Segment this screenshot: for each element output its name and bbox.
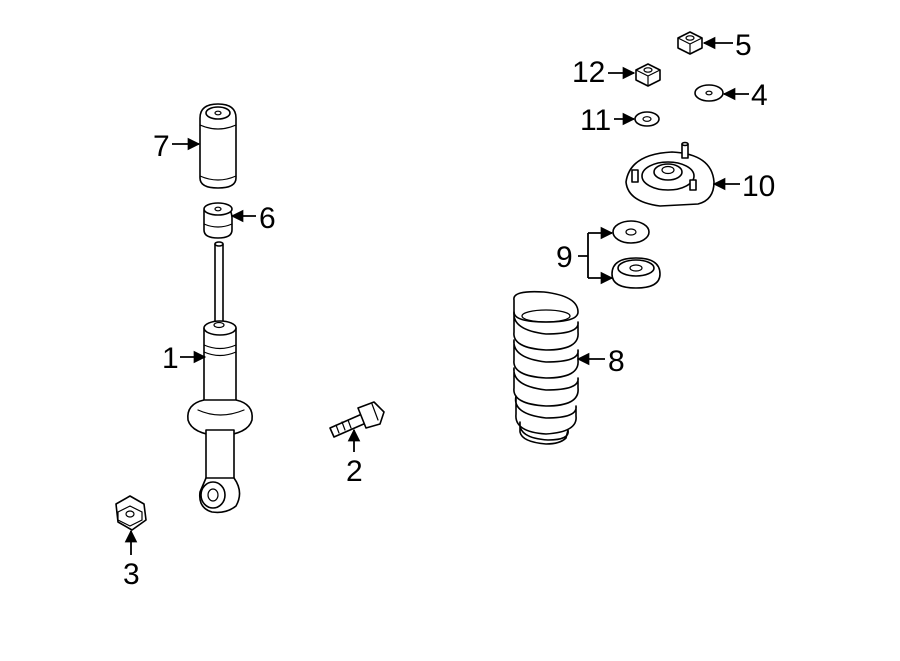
part-7-bump-stop-boot[interactable] bbox=[199, 103, 237, 189]
callout-label-5: 5 bbox=[735, 29, 752, 62]
part-10-strut-mount[interactable] bbox=[625, 141, 715, 207]
callout-label-3: 3 bbox=[123, 558, 140, 591]
part-4-washer[interactable] bbox=[694, 84, 724, 102]
callout-6: 6 bbox=[230, 202, 276, 235]
callout-label-2: 2 bbox=[346, 455, 363, 488]
callout-label-8: 8 bbox=[608, 345, 625, 378]
part-9-spring-insulator-upper[interactable] bbox=[612, 220, 650, 244]
callout-3: 3 bbox=[123, 529, 140, 591]
callout-label-4: 4 bbox=[751, 79, 768, 112]
callout-label-7: 7 bbox=[153, 130, 170, 163]
callout-1: 1 bbox=[162, 342, 207, 375]
callout-10: 10 bbox=[712, 170, 775, 203]
callout-12: 12 bbox=[572, 56, 636, 89]
part-3-flange-nut[interactable] bbox=[115, 495, 147, 531]
callout-5: 5 bbox=[702, 29, 752, 62]
callout-label-11: 11 bbox=[580, 104, 611, 137]
part-8-coil-spring[interactable] bbox=[513, 290, 579, 445]
part-9-spring-insulator-lower[interactable] bbox=[611, 257, 661, 289]
part-12-nut[interactable] bbox=[635, 63, 661, 87]
part-6-rebound-bumper[interactable] bbox=[203, 202, 233, 239]
leader-bracket-9 bbox=[578, 233, 589, 278]
callout-11: 11 bbox=[580, 104, 636, 137]
callout-8: 8 bbox=[576, 345, 625, 378]
part-2-bolt[interactable] bbox=[329, 401, 385, 438]
part-5-nut[interactable] bbox=[677, 31, 703, 55]
callout-label-1: 1 bbox=[162, 342, 179, 375]
callout-4: 4 bbox=[722, 79, 768, 112]
callout-9: 9 bbox=[556, 226, 614, 285]
callout-label-12: 12 bbox=[572, 56, 605, 89]
part-1-shock-absorber[interactable] bbox=[187, 241, 253, 514]
callout-7: 7 bbox=[153, 130, 201, 163]
callout-2: 2 bbox=[346, 428, 363, 488]
callout-label-10: 10 bbox=[742, 170, 775, 203]
callout-label-6: 6 bbox=[259, 202, 276, 235]
part-11-washer[interactable] bbox=[634, 111, 660, 127]
callout-label-9: 9 bbox=[556, 241, 573, 274]
